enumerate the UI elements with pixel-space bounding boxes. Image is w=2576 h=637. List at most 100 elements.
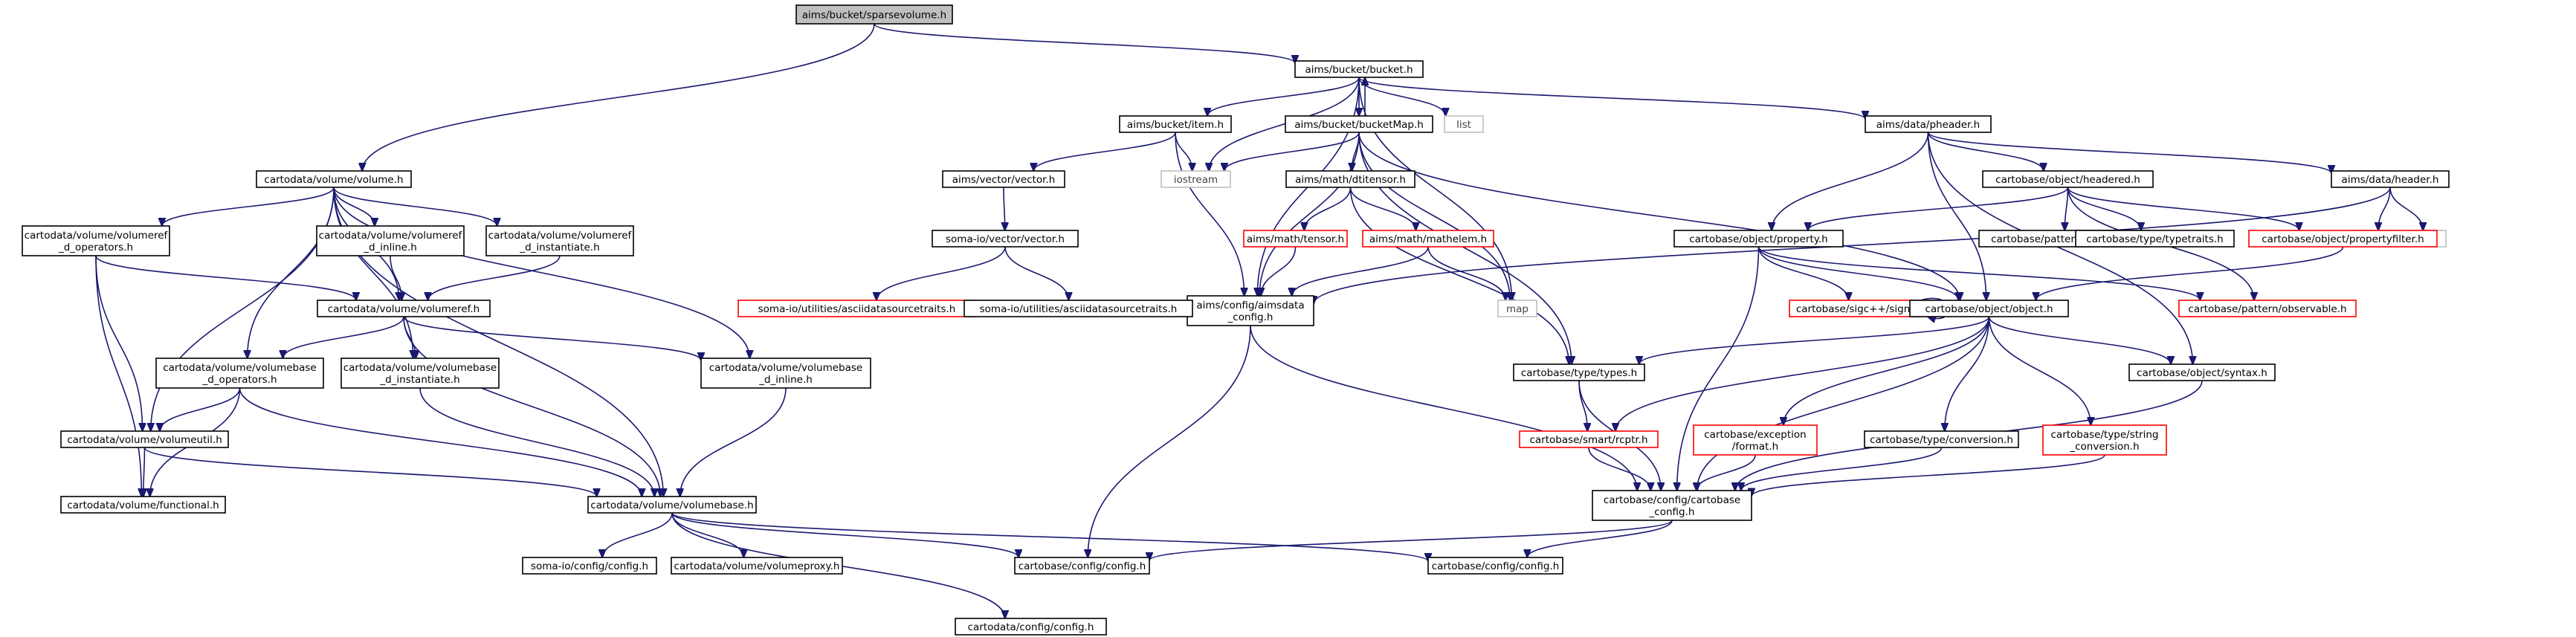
edge-aimsdata_config-to-cartobase_config [1250, 325, 1637, 491]
node-box [316, 225, 465, 256]
node-aimsdata_config[interactable]: aims/config/aimsdata_config.h [1187, 295, 1314, 326]
node-box [60, 430, 229, 448]
node-item[interactable]: aims/bucket/item.h [1119, 115, 1232, 133]
node-label: cartodata/volume/volumeref [319, 230, 463, 242]
node-volumeref_inline[interactable]: cartodata/volume/volumeref_d_inline.h [316, 225, 465, 256]
edge-pheader-to-property [1772, 132, 1929, 230]
node-box [340, 358, 500, 389]
edge-headered-to-propertyfilter [2067, 187, 2299, 230]
node-box [60, 496, 226, 514]
node-cbconfig1[interactable]: cartobase/config/config.h [1014, 557, 1150, 575]
edge-cartobase_config-to-cbconfig2 [1527, 520, 1673, 557]
node-label: cartobase/type/string [2051, 429, 2159, 441]
node-volumeref[interactable]: cartodata/volume/volumeref.h [317, 300, 491, 317]
node-volumebase[interactable]: cartodata/volume/volumebase.h [587, 496, 757, 514]
node-conversion[interactable]: cartobase/type/conversion.h [1864, 430, 2019, 448]
node-box [932, 230, 1079, 248]
node-header[interactable]: aims/data/header.h [2331, 170, 2450, 188]
node-box [1673, 230, 1844, 248]
edge-volumeref-to-volumebase [403, 316, 660, 497]
node-label: aims/bucket/bucket.h [1305, 64, 1413, 76]
node-label: soma-io/utilities/asciidatasourcetraits.… [980, 303, 1178, 315]
node-observable[interactable]: cartobase/pattern/observable.h [2178, 300, 2357, 317]
node-functional[interactable]: cartodata/volume/functional.h [60, 496, 226, 514]
node-volumeref_inst[interactable]: cartodata/volume/volumeref_d_instantiate… [485, 225, 634, 256]
node-label: aims/bucket/item.h [1127, 119, 1224, 131]
node-label: cartodata/volume/volumebase.h [590, 499, 753, 511]
node-label: list [1456, 119, 1471, 131]
node-pheader[interactable]: aims/data/pheader.h [1865, 115, 1992, 133]
node-typetraits[interactable]: cartobase/type/typetraits.h [2075, 230, 2235, 248]
edge-volumeutil-to-functional [143, 447, 145, 497]
node-sigc[interactable]: cartobase/sigc++/signal.h [1789, 300, 1936, 317]
edge-headered-to-property [1808, 187, 2069, 230]
node-volume[interactable]: cartodata/volume/volume.h [256, 170, 412, 188]
edge-property-to-object [1757, 246, 1959, 300]
edge-aimsvector-to-somavector [1004, 187, 1005, 230]
node-label: cartodata/volume/volumeref [488, 230, 633, 242]
node-dtitensor[interactable]: aims/math/dtitensor.h [1285, 170, 1415, 188]
node-sparsevolume[interactable]: aims/bucket/sparsevolume.h [795, 4, 953, 25]
node-rcptr[interactable]: cartobase/smart/rcptr.h [1519, 430, 1659, 448]
node-volumeutil[interactable]: cartodata/volume/volumeutil.h [60, 430, 229, 448]
node-box [2075, 230, 2235, 248]
edge-volumebase-to-volumeproxy [671, 512, 743, 557]
node-mathelem[interactable]: aims/math/mathelem.h [1362, 230, 1494, 248]
edge-dtitensor-to-types [1349, 187, 1569, 364]
node-label: soma-io/config/config.h [531, 560, 648, 572]
node-somaio_config[interactable]: soma-io/config/config.h [522, 557, 657, 575]
node-aimsvector[interactable]: aims/vector/vector.h [942, 170, 1065, 188]
node-box [1294, 60, 1424, 78]
node-bucket[interactable]: aims/bucket/bucket.h [1294, 60, 1424, 78]
node-volumebase_ops[interactable]: cartodata/volume/volumebase_d_operators.… [155, 358, 324, 389]
node-object[interactable]: cartobase/object/object.h [1909, 300, 2069, 317]
node-label: aims/data/header.h [2342, 174, 2439, 186]
node-label: cartobase/type/conversion.h [1870, 434, 2013, 446]
node-cartobase_config[interactable]: cartobase/config/cartobase_config.h [1592, 490, 1752, 521]
node-cbconfig2[interactable]: cartobase/config/config.h [1427, 557, 1563, 575]
node-cdconfig[interactable]: cartodata/config/config.h [955, 618, 1107, 636]
node-label: cartodata/volume/volumeproxy.h [674, 560, 840, 572]
node-bucketMap[interactable]: aims/bucket/bucketMap.h [1285, 115, 1433, 133]
node-list[interactable]: list [1444, 115, 1484, 133]
node-property[interactable]: cartobase/object/property.h [1673, 230, 1844, 248]
node-syntax[interactable]: cartobase/object/syntax.h [2128, 363, 2276, 381]
node-box [2331, 170, 2450, 188]
node-volumeproxy[interactable]: cartodata/volume/volumeproxy.h [671, 557, 843, 575]
node-box [1243, 230, 1348, 248]
edge-bucketMap-to-aimsdata_config [1259, 132, 1360, 296]
node-box [1285, 170, 1415, 188]
node-map[interactable]: map [1497, 300, 1537, 317]
node-headered[interactable]: cartobase/object/headered.h [1982, 170, 2154, 188]
node-somavector[interactable]: soma-io/vector/vector.h [932, 230, 1079, 248]
node-label: cartobase/exception [1704, 429, 1807, 441]
node-box [1513, 363, 1645, 381]
node-volumebase_inline[interactable]: cartodata/volume/volumebase_d_inline.h [700, 358, 871, 389]
node-label: cartodata/volume/volume.h [264, 174, 403, 186]
node-label: soma-io/vector/vector.h [946, 233, 1065, 245]
node-label: cartobase/object/syntax.h [2137, 367, 2267, 379]
node-asciidatasource_normal[interactable]: soma-io/utilities/asciidatasourcetraits.… [963, 300, 1193, 317]
node-box [1693, 424, 1818, 456]
edge-volume-to-volumeref_ops [162, 187, 335, 226]
edge-rcptr-to-cartobase_config [1588, 447, 1650, 491]
node-volumeref_ops[interactable]: cartodata/volume/volumeref_d_operators.h [22, 225, 170, 256]
edge-volumebase-to-cbconfig1 [671, 512, 1019, 557]
node-tensor[interactable]: aims/math/tensor.h [1243, 230, 1348, 248]
node-label: cartobase/config/config.h [1019, 560, 1146, 572]
node-box [1014, 557, 1150, 575]
node-label: aims/bucket/bucketMap.h [1294, 119, 1424, 131]
node-label: map [1506, 303, 1529, 315]
edge-header-to-string [2378, 187, 2391, 230]
node-propertyfilter[interactable]: cartobase/object/propertyfilter.h [2248, 230, 2438, 248]
node-types[interactable]: cartobase/type/types.h [1513, 363, 1645, 381]
node-box [2042, 424, 2167, 456]
node-iostream[interactable]: iostream [1161, 170, 1231, 188]
node-box [522, 557, 657, 575]
node-exception_format[interactable]: cartobase/exception/format.h [1693, 424, 1818, 456]
node-string_conversion[interactable]: cartobase/type/string_conversion.h [2042, 424, 2167, 456]
node-volumebase_inst[interactable]: cartodata/volume/volumebase_d_instantiat… [340, 358, 500, 389]
node-asciidatasource_missing[interactable]: soma-io/utilities/asciidatasourcetraits.… [737, 300, 976, 317]
edge-volumeref-to-volumebase_ops [283, 316, 404, 358]
